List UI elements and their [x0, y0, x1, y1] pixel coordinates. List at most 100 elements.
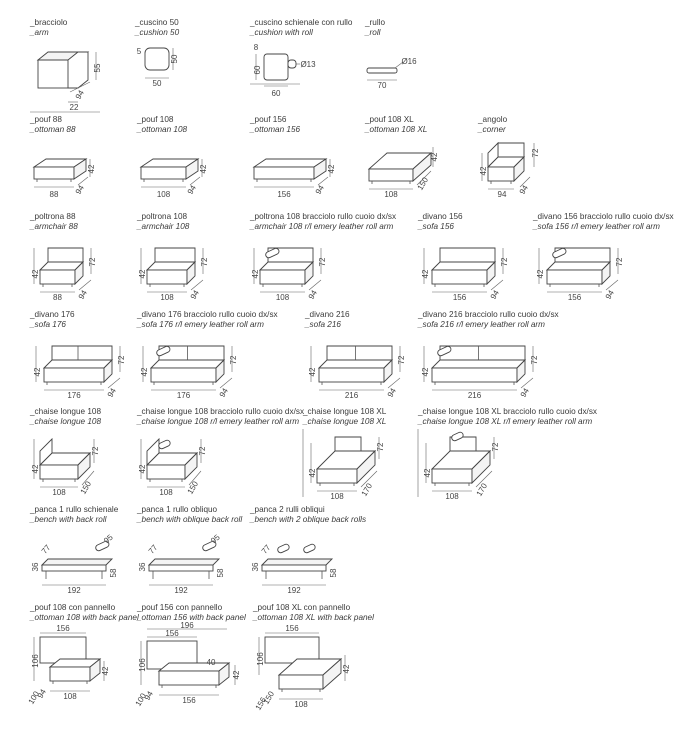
- product-label: _pouf 108 XL con pannello_ottoman 108 XL…: [253, 603, 374, 623]
- label-english: _ottoman 108 XL: [365, 125, 428, 134]
- dimension-line: [387, 377, 401, 389]
- seat-front: [33, 166, 75, 180]
- dimension-label: 58: [109, 568, 118, 577]
- label-english: _chaise longue 108 XL: [303, 417, 387, 426]
- seat-front: [253, 166, 315, 180]
- dimension-label: 42: [31, 464, 40, 473]
- dimension-label: 50: [153, 79, 162, 88]
- product-label: _pouf 108_ottoman 108: [137, 115, 212, 135]
- dimension-label: 94: [518, 183, 531, 196]
- dimension-line: [69, 81, 91, 93]
- label-italian: _poltrona 108: [137, 212, 188, 221]
- dimension-label: 55: [93, 63, 102, 72]
- cushion-shape: [263, 53, 289, 81]
- seat-side: [383, 358, 393, 384]
- seat-side: [74, 260, 84, 286]
- seat-front: [487, 166, 515, 182]
- product-label: _cuscino schienale con rullo_cushion wit…: [250, 18, 352, 38]
- dimension-label: 72: [615, 257, 624, 266]
- dimension-label: 58: [216, 568, 225, 577]
- product-label: _poltrona 88_armchair 88: [30, 212, 105, 232]
- bench-front: [148, 564, 214, 572]
- seat-side: [356, 449, 376, 485]
- dimension-label: 42: [138, 464, 147, 473]
- dimension-label: 156: [56, 624, 70, 633]
- seat-side: [73, 158, 87, 180]
- product-label: _divano 156_sofa 156: [418, 212, 518, 232]
- dimension-label: 150: [79, 479, 94, 496]
- dimension-label: 42: [31, 269, 40, 278]
- dimension-label: 42: [479, 166, 488, 175]
- product-label: _divano 156 bracciolo rullo cuoio dx/sx_…: [533, 212, 674, 232]
- dimension-label: 94: [106, 386, 119, 399]
- roll: [156, 345, 171, 357]
- label-english: _chaise longue 108 r/l emery leather rol…: [137, 417, 300, 426]
- dimension-label: 42: [342, 664, 351, 673]
- label-english: _cushion 50: [135, 28, 180, 37]
- dimension-label: Ø16: [401, 57, 417, 66]
- dimension-label: 77: [147, 543, 160, 556]
- backrest: [154, 247, 196, 263]
- product-label: _pouf 108 XL_ottoman 108 XL: [365, 115, 445, 135]
- product-label: _pouf 88_ottoman 88: [30, 115, 100, 135]
- product-item: _divano 156 bracciolo rullo cuoio dx/sx_…: [533, 212, 674, 302]
- backrest: [39, 437, 53, 467]
- seat-side: [471, 449, 491, 485]
- label-english: _ottoman 108 with back panel: [30, 613, 139, 622]
- label-italian: _pouf 156: [250, 115, 287, 124]
- seat-top: [258, 261, 315, 271]
- dimension-label: 192: [67, 586, 81, 595]
- seat-front: [318, 367, 385, 383]
- roll: [158, 439, 171, 450]
- label-english: _armchair 108 r/l emery leather roll arm: [250, 222, 394, 231]
- label-italian: _divano 176 bracciolo rullo cuoio dx/sx: [137, 310, 278, 319]
- seat-front: [39, 269, 76, 285]
- seat-front: [431, 367, 518, 383]
- dimension-label: 156: [453, 293, 467, 302]
- dimension-label: 156: [568, 293, 582, 302]
- seat-side: [513, 155, 525, 183]
- seat-front: [431, 468, 473, 484]
- roll: [451, 431, 464, 442]
- dimension-label: 42: [138, 269, 147, 278]
- dimension-line: [190, 279, 204, 291]
- seat-top: [157, 662, 231, 672]
- seat-front: [49, 666, 91, 682]
- product-label: _chaise longue 108 XL bracciolo rullo cu…: [418, 407, 597, 427]
- label-english: _sofa 216 r/l emery leather roll arm: [418, 320, 545, 329]
- dimension-line: [360, 470, 378, 488]
- dimension-label: 108: [157, 190, 171, 199]
- product-item: _chaise longue 108 XL_chaise longue 108 …: [302, 407, 393, 501]
- seat-front: [43, 367, 105, 383]
- dimension-label: 77: [40, 543, 53, 556]
- dimension-label: 42: [251, 269, 260, 278]
- label-italian: _panca 1 rullo obliquo: [137, 505, 218, 514]
- dimension-label: 156: [277, 190, 291, 199]
- seat-side: [322, 657, 342, 691]
- arm-block: [67, 51, 89, 89]
- seat-side: [601, 260, 611, 286]
- seat-front: [39, 464, 79, 480]
- dimension-line: [78, 279, 92, 291]
- product-label: _chaise longue 108 bracciolo rullo cuoio…: [137, 407, 304, 427]
- label-english: _bench with oblique back roll: [137, 515, 243, 524]
- product-label: _panca 2 rulli obliqui_bench with 2 obli…: [250, 505, 366, 525]
- dimension-label: 108: [330, 492, 344, 501]
- dimension-line: [520, 377, 534, 389]
- dimension-label: 94: [489, 288, 502, 301]
- product-item: _pouf 108 con pannello_ottoman 108 with …: [27, 603, 139, 706]
